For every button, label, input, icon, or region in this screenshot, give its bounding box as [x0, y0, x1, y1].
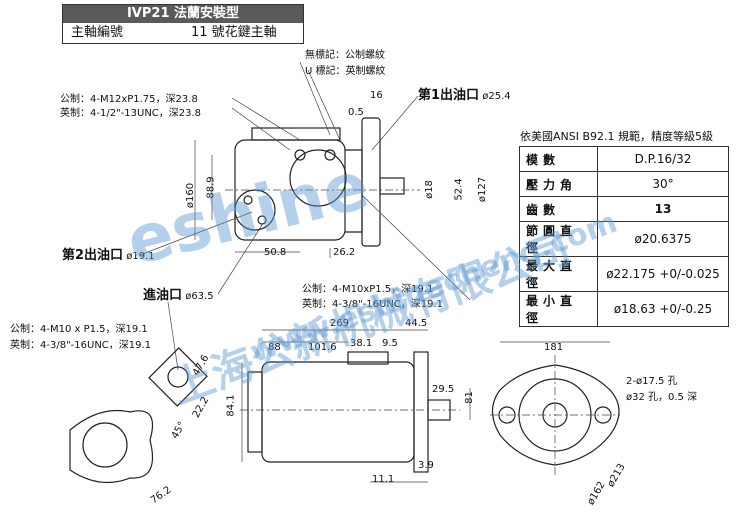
note-no-mark: 無標記：公制螺紋	[305, 50, 385, 61]
dim-18: ø18	[423, 180, 435, 199]
shaft-value: 11 號花鍵主軸	[191, 25, 277, 40]
shaft-label: 主軸編號	[71, 25, 124, 40]
dim-181: 181	[544, 342, 564, 353]
spline-key: 模數	[519, 146, 598, 172]
rear-cover	[247, 371, 263, 453]
mount-flange-top	[361, 117, 381, 247]
dim-160: ø160	[185, 182, 197, 209]
spline-caption: 依美國ANSI B92.1 規範，精度等級5級	[520, 130, 714, 143]
note-a-imperial: 英制：4-1/2"-13UNC，深23.8	[60, 108, 202, 119]
dim-44-5: 44.5	[405, 318, 428, 329]
front-flange-view	[491, 364, 620, 466]
model-subrow: 主軸編號 11 號花鍵主軸	[63, 23, 303, 43]
note-a-metric: 公制：4-M12xP1.75，深23.8	[60, 94, 198, 105]
port-circle-2	[234, 189, 276, 231]
port-out1: 第1出油口 ø25.4	[418, 88, 511, 103]
dim-88: 88	[268, 342, 281, 353]
port-circle-1	[289, 149, 347, 207]
front-cover	[345, 149, 363, 233]
rear-mount-view	[69, 409, 154, 484]
port-out2: 第2出油口 ø19.1	[62, 248, 155, 263]
dim-38-1: 38.1	[350, 338, 373, 349]
note-c-metric: 公制：4-M10 x P1.5，深19.1	[10, 324, 148, 335]
spline-value: 30°	[597, 171, 729, 197]
model-header: IVP21 法蘭安裝型 主軸編號 11 號花鍵主軸	[62, 4, 304, 44]
note-b-metric: 公制：4-M10xP1.5，深19.1	[302, 284, 434, 295]
pump-body-side	[261, 361, 415, 463]
dim-50-8: 50.8	[264, 247, 287, 258]
spline-key: 最小直徑	[519, 291, 598, 327]
outlet-flange	[251, 127, 341, 141]
dim-29-5: 29.5	[432, 384, 455, 395]
note-u-mark: U 標記：英制螺紋	[305, 66, 386, 77]
hole-note-2: ø32 孔，0.5 深	[626, 392, 698, 403]
inlet-flange	[148, 347, 208, 407]
dim-101-6: 101.6	[308, 342, 337, 353]
spline-key: 節圓直徑	[519, 221, 598, 257]
dim-26-2: 26.2	[333, 247, 356, 258]
dim-0-5: 0.5	[348, 107, 364, 118]
dim-269: 269	[330, 318, 350, 329]
dim-88-9: 88.9	[205, 176, 217, 199]
port-inlet: 進油口 ø63.5	[143, 288, 214, 303]
spline-key: 最大直徑	[519, 256, 598, 292]
dim-52-4: 52.4	[453, 178, 465, 201]
dim-84-1: 84.1	[225, 394, 237, 417]
spline-value: D.P.16/32	[597, 146, 729, 172]
model-title: IVP21 法蘭安裝型	[63, 5, 303, 23]
spline-key: 齒數	[519, 196, 598, 222]
dim-9-5: 9.5	[382, 338, 398, 349]
spline-value: 13	[597, 196, 729, 222]
shaft-top	[379, 177, 405, 195]
note-c-imperial: 英制：4-3/8"-16UNC，深19.1	[10, 340, 152, 351]
spline-value: ø22.175 +0/-0.025	[597, 256, 729, 292]
dim-127: ø127	[477, 176, 489, 203]
dim-16: 16	[370, 90, 383, 101]
spline-key: 壓力角	[519, 171, 598, 197]
dim-11-1: 11.1	[372, 474, 395, 485]
note-b-imperial: 英制：4-3/8"-16UNC，深19.1	[302, 299, 444, 310]
dim-81: 81	[463, 391, 475, 404]
mount-flange-side	[413, 351, 429, 473]
spline-value: ø20.6375	[597, 221, 729, 257]
spline-value: ø18.63 +0/-0.25	[597, 291, 729, 327]
dim-3-9: 3.9	[418, 460, 434, 471]
hole-note-1: 2-ø17.5 孔	[626, 376, 678, 387]
